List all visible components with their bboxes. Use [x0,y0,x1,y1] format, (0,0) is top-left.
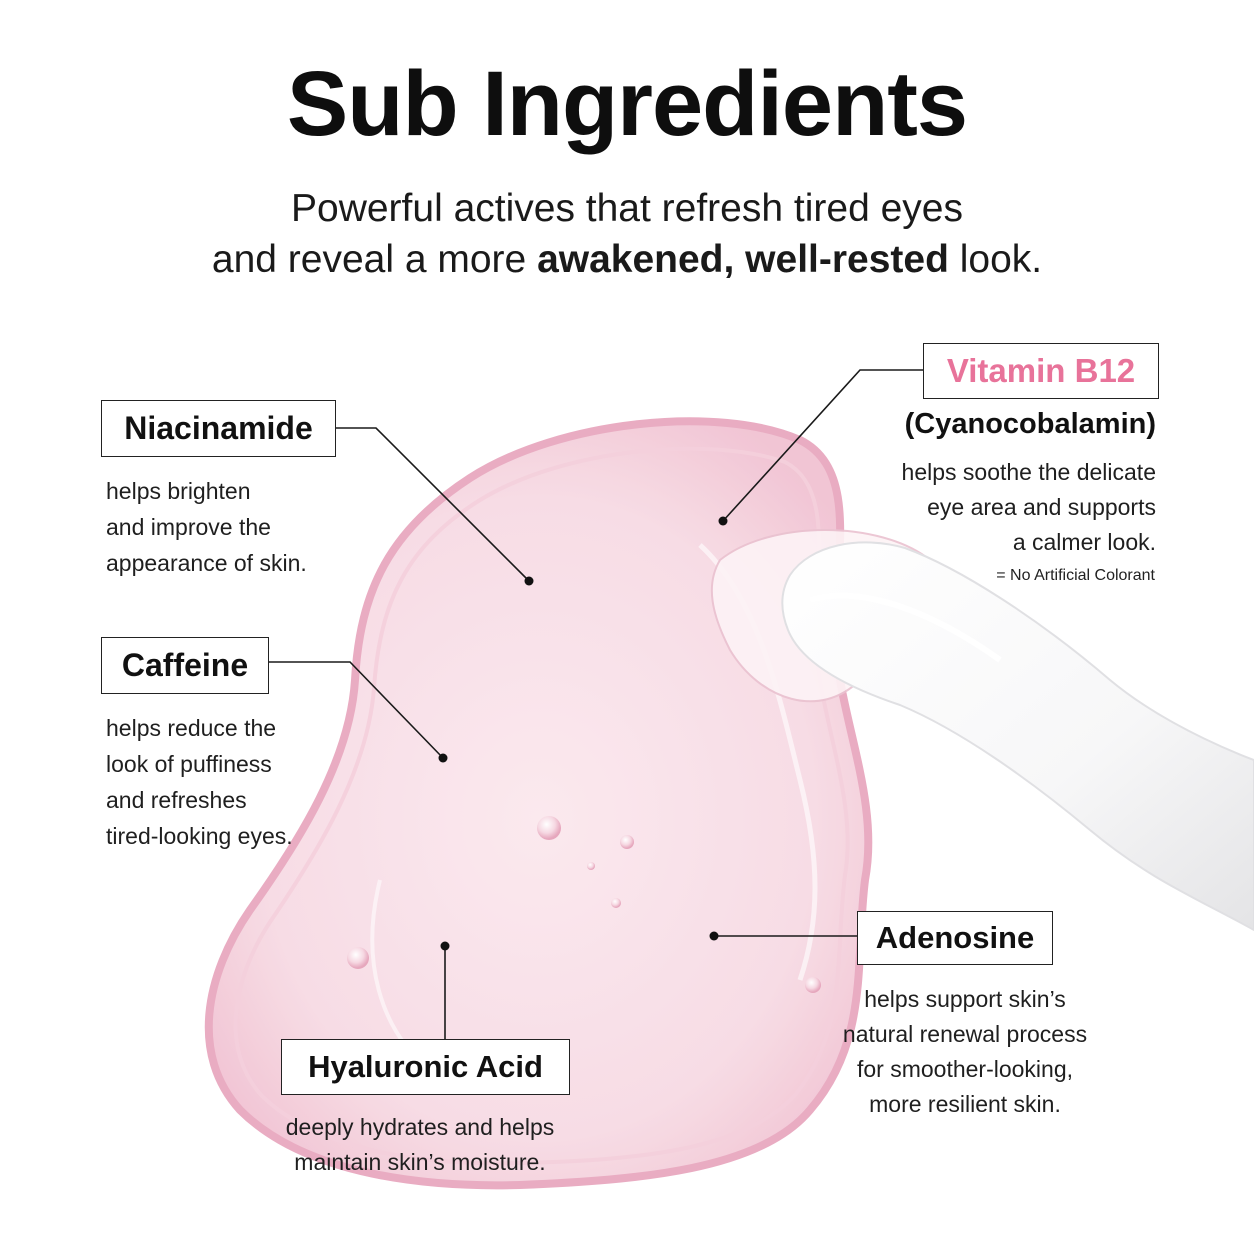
bubble [611,898,621,908]
bubble [620,835,634,849]
hyaluronic-acid-dot [440,941,450,951]
vitamin-b12-subname: (Cyanocobalamin) [904,408,1156,440]
niacinamide-description: helps brighten and improve the appearanc… [106,478,307,576]
niacinamide-leader [336,427,530,582]
bubble [537,816,561,840]
vitamin-b12-description: helps soothe the delicate eye area and s… [901,459,1156,555]
niacinamide-label: Niacinamide [101,400,336,457]
subtitle-line-2: and reveal a more awakened, well-rested … [211,238,1043,281]
bubble [347,947,369,969]
bubble [587,862,595,870]
gel-swatch [204,417,873,1190]
adenosine-description: helps support skin’s natural renewal pro… [842,986,1088,1117]
caffeine-leader [269,661,444,759]
page-subtitle: Powerful actives that refresh tired eyes… [0,183,1254,285]
vitamin-b12-label: Vitamin B12 [923,343,1159,399]
vitamin-b12-dot [718,516,728,526]
bubble [805,977,821,993]
caffeine-dot [438,753,448,763]
caffeine-description: helps reduce the look of puffiness and r… [106,715,293,849]
hyaluronic-acid-description: deeply hydrates and helps maintain skin’… [285,1114,555,1175]
hyaluronic-acid-label: Hyaluronic Acid [281,1039,570,1095]
caffeine-label: Caffeine [101,637,269,694]
niacinamide-dot [524,576,534,586]
page-title: Sub Ingredients [286,53,968,155]
subtitle-line-1: Powerful actives that refresh tired eyes [291,187,963,230]
subtitle-highlight: awakened, well-rested [537,238,949,281]
adenosine-label: Adenosine [857,911,1053,965]
spatula [781,541,1254,932]
vitamin-b12-note: = No Artificial Colorant [996,567,1155,584]
adenosine-dot [709,931,719,941]
vitamin-b12-leader [722,369,923,522]
